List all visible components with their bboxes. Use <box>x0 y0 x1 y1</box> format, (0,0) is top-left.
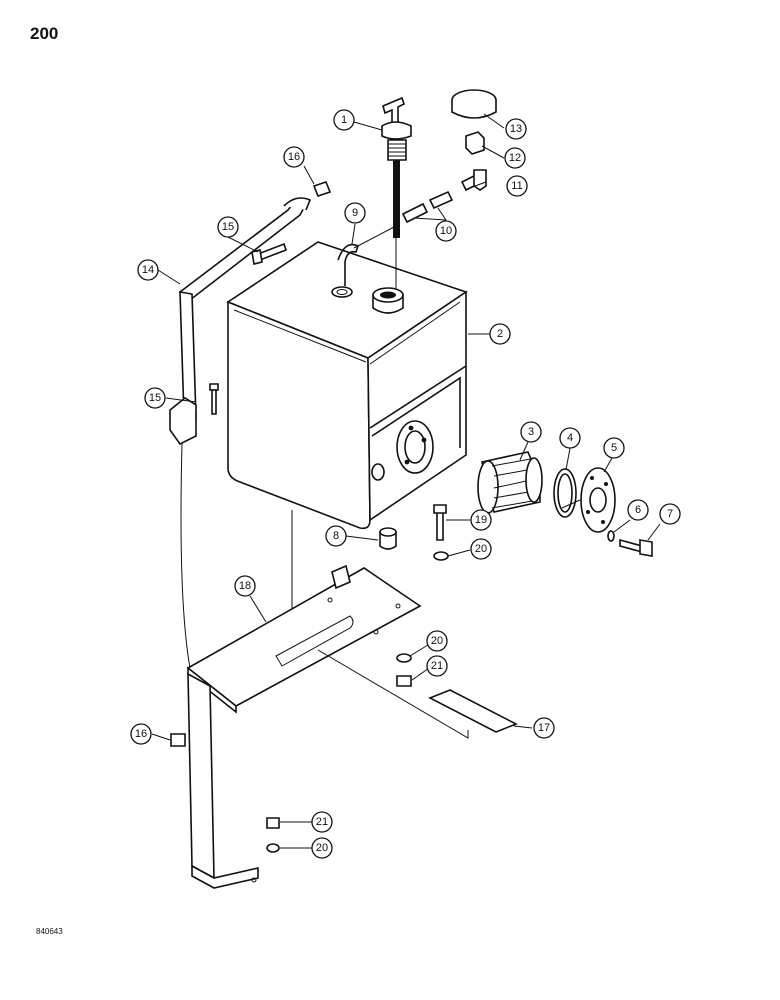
callout-8: 8 <box>325 525 347 547</box>
callout-21-bottom: 21 <box>311 811 333 833</box>
callout-label: 17 <box>538 722 550 734</box>
filter-assembly <box>477 451 653 557</box>
callout-label: 18 <box>239 580 251 592</box>
breather-assembly <box>401 89 497 224</box>
callout-16-upper: 16 <box>283 146 305 168</box>
callout-20-top: 20 <box>470 538 492 560</box>
hydraulic-tank <box>226 241 468 530</box>
callout-label: 14 <box>142 264 154 276</box>
callout-label: 11 <box>511 180 522 192</box>
callout-14: 14 <box>137 259 159 281</box>
callout-9: 9 <box>344 202 366 224</box>
dipstick <box>381 96 412 290</box>
callout-label: 2 <box>497 328 503 340</box>
callout-3: 3 <box>520 421 542 443</box>
callout-label: 7 <box>667 508 673 520</box>
callout-label: 9 <box>352 207 358 219</box>
callout-label: 4 <box>567 432 573 444</box>
bent-tube <box>337 243 359 286</box>
callout-label: 16 <box>135 728 147 740</box>
callout-10: 10 <box>435 220 457 242</box>
callout-20-bottom: 20 <box>311 837 333 859</box>
callout-18: 18 <box>234 575 256 597</box>
callout-label: 21 <box>316 816 328 828</box>
callout-2: 2 <box>489 323 511 345</box>
callout-label: 20 <box>316 842 328 854</box>
callout-6: 6 <box>627 499 649 521</box>
callout-5: 5 <box>603 437 625 459</box>
callout-label: 12 <box>509 152 521 164</box>
callout-19: 19 <box>470 509 492 531</box>
callout-label: 5 <box>611 442 617 454</box>
bolt-19 <box>433 504 447 541</box>
callout-label: 21 <box>431 660 443 672</box>
callout-11: 11 <box>506 175 528 197</box>
callout-17: 17 <box>533 717 555 739</box>
callout-label: 15 <box>149 392 161 404</box>
callout-label: 13 <box>510 123 522 135</box>
callout-4: 4 <box>559 427 581 449</box>
leader-lines <box>151 113 661 849</box>
callout-7: 7 <box>659 503 681 525</box>
support-straps <box>169 181 332 446</box>
callout-16-lower: 16 <box>130 723 152 745</box>
callout-label: 3 <box>528 426 534 438</box>
mounting-bracket <box>186 564 469 889</box>
callout-20-mid: 20 <box>426 630 448 652</box>
callout-21-mid: 21 <box>426 655 448 677</box>
callout-label: 8 <box>333 530 339 542</box>
callout-label: 20 <box>475 543 487 555</box>
page-number: 200 <box>30 24 59 43</box>
callout-label: 10 <box>440 225 452 237</box>
callout-label: 6 <box>635 504 641 516</box>
callout-15-upper: 15 <box>217 216 239 238</box>
callout-15-lower: 15 <box>144 387 166 409</box>
callout-1: 1 <box>333 109 355 131</box>
drawing-id: 840643 <box>36 927 63 936</box>
pad <box>428 689 518 733</box>
callout-label: 16 <box>288 151 300 163</box>
callout-label: 19 <box>475 514 487 526</box>
callout-12: 12 <box>504 147 526 169</box>
callout-label: 1 <box>341 114 347 126</box>
callout-label: 15 <box>222 221 234 233</box>
callout-13: 13 <box>505 118 527 140</box>
callout-label: 20 <box>431 635 443 647</box>
